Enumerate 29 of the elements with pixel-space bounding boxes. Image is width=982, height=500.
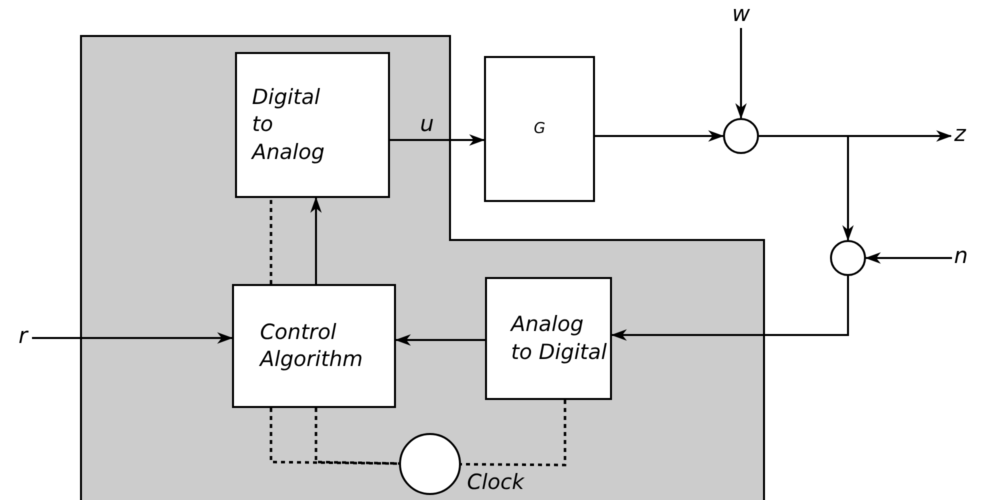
block-label: Digital to Analog	[252, 84, 326, 166]
computer-region	[80, 35, 765, 500]
controller-block	[232, 284, 396, 408]
arrow	[595, 130, 724, 142]
dashed-connector	[270, 408, 400, 465]
plant-block	[484, 56, 595, 202]
arrow	[394, 334, 485, 346]
arrow	[610, 276, 849, 341]
caption-label: Clock	[467, 470, 524, 494]
dashed-connector	[314, 408, 400, 465]
signal-label: z	[951, 124, 969, 148]
arrow	[32, 332, 234, 344]
dashed-connector	[460, 400, 566, 466]
summing-junction	[723, 118, 759, 154]
converter-block	[235, 52, 390, 198]
arrow	[864, 252, 952, 264]
signal-label: w	[731, 4, 751, 28]
converter-block	[485, 277, 612, 400]
block-label: Analog to Digital	[511, 311, 608, 366]
dashed-connector	[270, 198, 272, 284]
arrow	[310, 196, 322, 284]
arrow	[390, 134, 486, 146]
arrow	[735, 28, 747, 120]
edge-label: u	[420, 112, 434, 137]
block-label: Control Algorithm	[260, 318, 364, 373]
summing-junction	[830, 240, 866, 276]
signal-label: n	[952, 246, 970, 270]
block-label: G	[534, 119, 546, 139]
signal-label: r	[14, 326, 32, 350]
